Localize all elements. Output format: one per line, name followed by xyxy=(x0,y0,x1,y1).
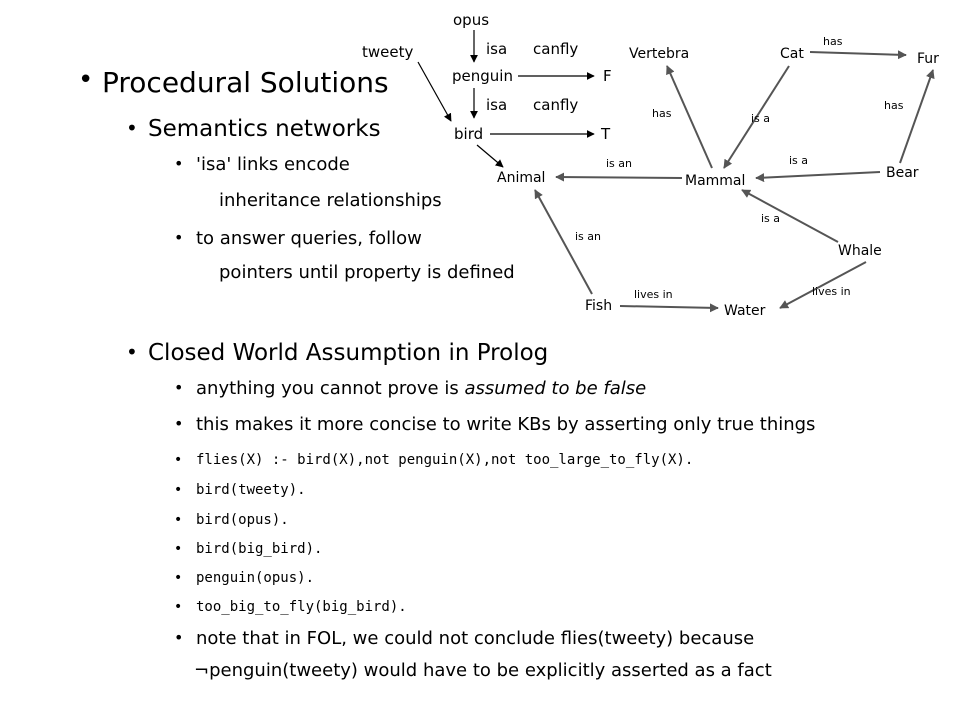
edge-label-is-a: is a xyxy=(761,212,780,225)
node-fur: Fur xyxy=(917,51,939,67)
edge-fish-animal xyxy=(534,189,593,295)
continuation-text: penguin(tweety) would have to be explici… xyxy=(209,660,772,681)
edge-label-isa: isa xyxy=(486,96,507,114)
list-item-text: note that in FOL, we could not conclude … xyxy=(196,628,755,649)
edge-fish-water xyxy=(619,303,719,313)
edge-cat-mammal xyxy=(723,65,790,169)
node-bird: bird xyxy=(454,125,483,143)
list-item-text: anything you cannot prove is assumed to … xyxy=(196,378,646,399)
edge-label-lives-in: lives in xyxy=(812,285,851,298)
list-item-continuation: inheritance relationships xyxy=(219,190,442,211)
list-item-continuation: ¬penguin(tweety) would have to be explic… xyxy=(194,660,772,681)
slide-heading: Procedural Solutions xyxy=(102,66,389,99)
edge-bear-fur xyxy=(899,69,935,164)
edge-whale-mammal xyxy=(741,189,839,243)
node-f: F xyxy=(603,67,612,85)
list-item-continuation: pointers until property is defined xyxy=(219,262,515,283)
bullet-dot: • xyxy=(174,541,183,557)
bullet-dot: • xyxy=(174,452,183,468)
node-tweety: tweety xyxy=(362,43,413,61)
node-animal: Animal xyxy=(497,170,545,186)
bullet-dot: • xyxy=(126,116,138,140)
bullet-dot: • xyxy=(174,628,184,647)
semantic-network: Vertebra Cat Fur Animal Mammal Bear Whal… xyxy=(497,35,939,319)
bullet-dot: • xyxy=(174,599,183,615)
node-t: T xyxy=(600,125,611,143)
edge-label-is-an: is an xyxy=(575,230,601,243)
node-mammal: Mammal xyxy=(685,173,745,189)
list-item-text: 'isa' links encode xyxy=(196,154,350,175)
edge-whale-water xyxy=(779,261,867,309)
node-bear: Bear xyxy=(886,165,919,181)
edge-label-has: has xyxy=(884,99,904,112)
edge-mammal-vertebra xyxy=(666,65,713,169)
edge-label-canfly: canfly xyxy=(533,96,578,114)
code-text: penguin(opus). xyxy=(196,570,315,586)
code-text: flies(X) :- bird(X),not penguin(X),not t… xyxy=(196,452,694,468)
node-whale: Whale xyxy=(838,243,882,259)
edge-label-is-an: is an xyxy=(606,157,632,170)
node-cat: Cat xyxy=(780,46,804,62)
edge-label-is-a: is a xyxy=(789,154,808,167)
edge-label-is-a: is a xyxy=(751,112,770,125)
bullet-dot: • xyxy=(174,570,183,586)
bullet-dot: • xyxy=(174,228,184,247)
node-fish: Fish xyxy=(585,298,612,314)
bullet-dot: • xyxy=(78,65,94,95)
edge-cat-fur xyxy=(809,50,907,60)
node-water: Water xyxy=(724,303,766,319)
edge-label-lives-in: lives in xyxy=(634,288,673,301)
edge-label-has: has xyxy=(652,107,672,120)
node-vertebra: Vertebra xyxy=(629,46,689,62)
code-text: bird(tweety). xyxy=(196,482,306,498)
bullet-dot: • xyxy=(174,512,183,528)
code-text: bird(opus). xyxy=(196,512,289,528)
edge-bird-animal xyxy=(476,144,504,168)
bullet-dot: • xyxy=(174,482,183,498)
text-emphasis: assumed to be false xyxy=(464,378,647,399)
edge-label-has: has xyxy=(823,35,843,48)
isa-diagram: opus tweety isa canfly penguin F isa can… xyxy=(362,11,612,168)
edge-tweety-bird xyxy=(417,61,452,122)
edge-label-canfly: canfly xyxy=(533,40,578,58)
edge-label-isa: isa xyxy=(486,40,507,58)
node-opus: opus xyxy=(453,11,489,29)
edge-bear-mammal xyxy=(755,171,881,183)
code-text: bird(big_bird). xyxy=(196,541,323,557)
bullet-dot: • xyxy=(174,378,184,397)
list-item-text: to answer queries, follow xyxy=(196,228,422,249)
bullet-dot: • xyxy=(126,340,138,364)
bullet-dot: • xyxy=(174,154,184,173)
list-item-text: this makes it more concise to write KBs … xyxy=(196,414,816,435)
section-title: Semantics networks xyxy=(148,116,381,142)
section-title: Closed World Assumption in Prolog xyxy=(148,340,549,366)
text-plain: anything you cannot prove is xyxy=(196,378,465,399)
code-text: too_big_to_fly(big_bird). xyxy=(196,599,407,615)
node-penguin: penguin xyxy=(452,67,513,85)
not-symbol: ¬ xyxy=(194,660,210,681)
bullet-dot: • xyxy=(174,414,184,433)
edge-mammal-animal xyxy=(555,172,683,182)
